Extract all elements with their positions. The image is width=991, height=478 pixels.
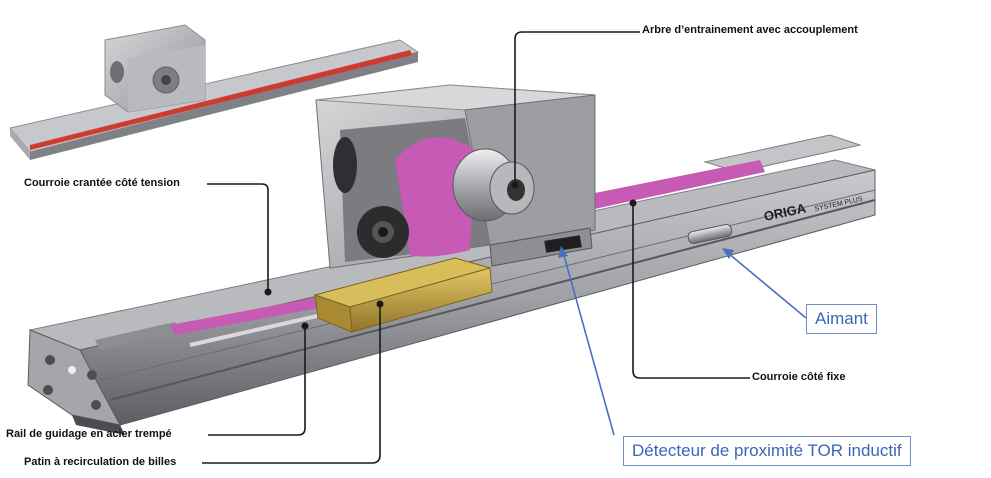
- arrow-sensor: [562, 251, 615, 436]
- label-ball-pad: Patin à recirculation de billes: [24, 456, 177, 468]
- leader-drive-shaft: [514, 31, 640, 185]
- callout-sensor: Détecteur de proximité TOR inductif: [623, 436, 911, 466]
- leader-ball-pad: [202, 304, 381, 464]
- leader-lines: [202, 31, 750, 464]
- drive-block: [315, 84, 596, 269]
- drive-shaft-coupling: [452, 148, 535, 222]
- callout-arrows: [562, 251, 807, 436]
- label-drive-shaft: Arbre d’entrainement avec accouplement: [642, 24, 858, 36]
- callout-magnet: Aimant: [806, 304, 877, 334]
- label-belt-tension: Courroie crantée côté tension: [24, 177, 180, 189]
- tension-pulley: [357, 206, 409, 258]
- product-thumbnail: [9, 24, 420, 160]
- ball-recirculation-pad: [313, 257, 493, 333]
- arrow-magnet: [727, 252, 807, 319]
- leader-belt-fixed: [632, 203, 750, 379]
- label-guide-rail: Rail de guidage en acier trempé: [6, 428, 172, 440]
- leader-guide-rail: [208, 326, 306, 436]
- belt-fixed-side: [585, 160, 765, 210]
- label-belt-fixed: Courroie côté fixe: [752, 371, 846, 383]
- leader-belt-tension: [207, 183, 269, 292]
- leader-dots: [264, 181, 637, 330]
- arrow-heads: [558, 246, 734, 259]
- belt-tension-side: [170, 295, 335, 335]
- actuator-body: [27, 134, 876, 435]
